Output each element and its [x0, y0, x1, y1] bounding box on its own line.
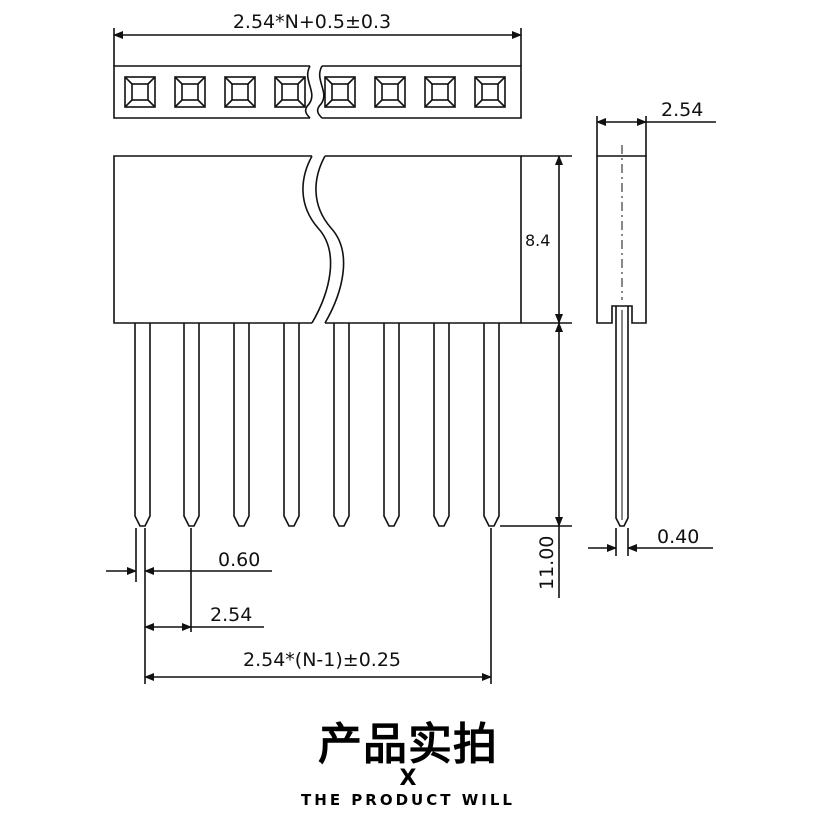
- front-view-body: [113, 155, 522, 324]
- socket-hole: [324, 76, 356, 108]
- footer-subtitle: THE PRODUCT WILL: [301, 791, 515, 809]
- bottom-dimensions: [106, 528, 492, 684]
- vertical-dimensions: [500, 155, 572, 598]
- top-view-strip: [113, 65, 522, 119]
- pin: [233, 323, 250, 527]
- total-span-label: 2.54*(N-1)±0.25: [243, 649, 401, 671]
- pin: [183, 323, 200, 527]
- pin: [433, 323, 450, 527]
- footer-title: 产品实拍: [318, 719, 498, 770]
- pin: [333, 323, 350, 527]
- top-width-label: 2.54*N+0.5±0.3: [233, 11, 391, 33]
- socket-hole: [424, 76, 456, 108]
- socket-hole: [124, 76, 156, 108]
- pin: [483, 323, 500, 527]
- socket-hole: [224, 76, 256, 108]
- body-height-label: 8.4: [525, 231, 550, 250]
- pin: [383, 323, 400, 527]
- side-width-label: 2.54: [661, 99, 703, 121]
- side-dimensions: [588, 116, 716, 556]
- socket-hole: [374, 76, 406, 108]
- pin-thickness-label: 0.40: [657, 526, 699, 548]
- socket-holes: [124, 76, 506, 108]
- pitch-label: 2.54: [210, 604, 252, 626]
- footer-divider: X: [399, 766, 417, 791]
- pin-length-label: 11.00: [536, 536, 558, 590]
- front-view-pins: [134, 323, 500, 527]
- side-view: [596, 145, 647, 527]
- socket-hole: [274, 76, 306, 108]
- pin: [283, 323, 300, 527]
- pin: [134, 323, 151, 527]
- pin-width-label: 0.60: [218, 549, 260, 571]
- socket-hole: [474, 76, 506, 108]
- socket-hole: [174, 76, 206, 108]
- top-width-dimension: [113, 28, 522, 66]
